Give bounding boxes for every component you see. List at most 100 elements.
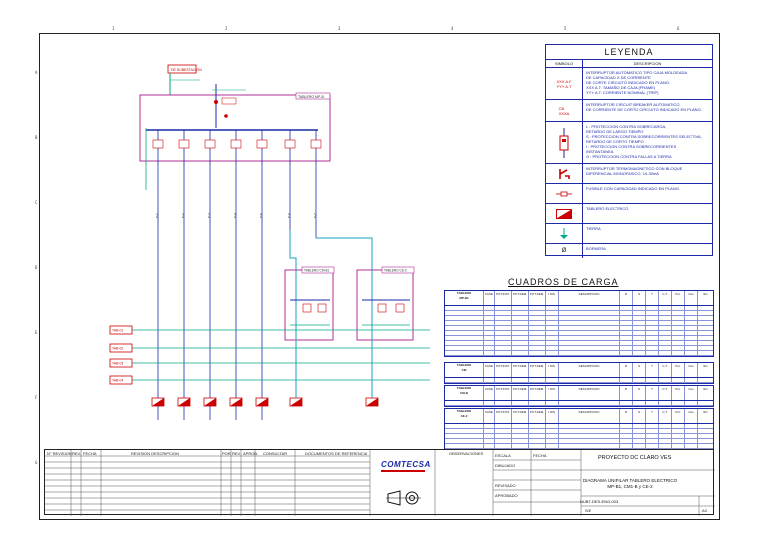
circuit-label: C-7 xyxy=(313,213,317,218)
table-cell xyxy=(546,424,559,428)
table-cell xyxy=(633,439,646,443)
fuse-icon xyxy=(546,184,583,203)
table-cell xyxy=(512,331,529,335)
electrical-panel-icon xyxy=(546,204,583,223)
ruler-letter: F xyxy=(35,395,38,400)
table-cell xyxy=(633,336,646,340)
table-cell xyxy=(659,331,672,335)
table-cell xyxy=(672,444,685,448)
table-cell xyxy=(646,331,659,335)
table-cell xyxy=(698,341,713,345)
table-cell xyxy=(685,401,698,405)
table-cell xyxy=(685,316,698,320)
table-cell xyxy=(559,401,620,405)
table-row xyxy=(445,434,713,439)
table-cell xyxy=(620,331,633,335)
table-row xyxy=(445,311,713,316)
table-cell xyxy=(685,336,698,340)
table-cell xyxy=(529,351,546,355)
table-cell xyxy=(659,444,672,448)
table-cell xyxy=(659,351,672,355)
circuit-feeder: C-5 xyxy=(256,130,268,420)
legend-row: FUSIBLE CON CAPACIDAD INDICADO EN PLANO. xyxy=(546,184,712,204)
table-cell xyxy=(633,326,646,330)
table-cell xyxy=(620,346,633,350)
legend-panel: LEYENDA SIMBOLO DESCRIPCION XXX A.F YYY … xyxy=(545,44,713,258)
table-cell xyxy=(698,306,713,310)
sheet-size: A3 xyxy=(702,508,707,513)
table-cell xyxy=(445,306,484,310)
table-cell xyxy=(546,321,559,325)
table-cell xyxy=(512,336,529,340)
legend-row: CB XXXA INTERRUPTOR CIRCUIT BREAKER AUTO… xyxy=(546,100,712,122)
table-cell xyxy=(559,346,620,350)
table-cell xyxy=(646,424,659,428)
table-cell xyxy=(646,341,659,345)
table-cell xyxy=(659,434,672,438)
table-cell xyxy=(685,311,698,315)
table-cell xyxy=(620,401,633,405)
table-name: TABLERO CE-2 xyxy=(445,409,484,423)
table-cell xyxy=(445,401,484,405)
table-cell xyxy=(529,311,546,315)
table-cell xyxy=(512,346,529,350)
table-cell xyxy=(484,306,495,310)
table-cell xyxy=(672,341,685,345)
table-cell xyxy=(620,378,633,382)
table-cell xyxy=(620,351,633,355)
table-cell xyxy=(620,306,633,310)
table-cell xyxy=(529,341,546,345)
table-cell xyxy=(495,306,512,310)
table-cell xyxy=(659,424,672,428)
table-cell xyxy=(633,331,646,335)
ruler-number: 4 xyxy=(451,26,454,31)
load-label: TAB-04 xyxy=(112,379,123,383)
legend-row: Ø BORNERA xyxy=(546,244,712,258)
table-cell xyxy=(620,316,633,320)
table-cell xyxy=(620,321,633,325)
table-cell xyxy=(685,341,698,345)
table-cell xyxy=(546,316,559,320)
legend-col-desc: DESCRIPCION xyxy=(633,61,662,66)
table-cell xyxy=(620,429,633,433)
table-cell xyxy=(646,439,659,443)
table-cell xyxy=(484,424,495,428)
table-cell xyxy=(512,434,529,438)
table-cell xyxy=(445,444,484,448)
table-cell xyxy=(445,346,484,350)
circuit-feeder: C-4 xyxy=(230,130,242,420)
table-cell xyxy=(484,444,495,448)
table-row xyxy=(445,351,713,356)
table-cell xyxy=(546,341,559,345)
legend-title: LEYENDA xyxy=(546,45,712,60)
table-header: TABLERO CM FASE POT.INST. POT.DEM. POT.D… xyxy=(445,363,713,378)
table-cell xyxy=(646,429,659,433)
table-cell xyxy=(698,439,713,443)
table-cell xyxy=(646,336,659,340)
table-cell xyxy=(659,326,672,330)
table-cell xyxy=(484,378,495,382)
outgoing-circuits: C-1 C-2 C-3 C-4 C-5 C-6 xyxy=(152,130,322,420)
table-cell xyxy=(512,326,529,330)
circuit-label: C-2 xyxy=(181,213,185,218)
table-cell xyxy=(672,311,685,315)
table-cell xyxy=(546,331,559,335)
table-cell xyxy=(698,434,713,438)
table-cell xyxy=(633,378,646,382)
load-table-cmb: TABLERO CM-B FASE POT.INST. POT.DEM. POT… xyxy=(444,385,714,407)
table-cell xyxy=(559,378,620,382)
circuit-label: C-4 xyxy=(233,213,237,218)
table-cell xyxy=(559,321,620,325)
ruler-letter: B xyxy=(35,135,38,140)
table-name: TABLERO CM xyxy=(445,363,484,377)
table-cell xyxy=(698,401,713,405)
table-cell xyxy=(659,378,672,382)
table-cell xyxy=(484,429,495,433)
circuit-label: C-1 xyxy=(155,213,159,218)
sub-board-cm: TABLERO CM-B1 xyxy=(284,266,335,368)
table-cell xyxy=(559,331,620,335)
source-label: DE SUBESTACION xyxy=(171,68,202,72)
table-cell xyxy=(659,311,672,315)
table-cell xyxy=(698,424,713,428)
